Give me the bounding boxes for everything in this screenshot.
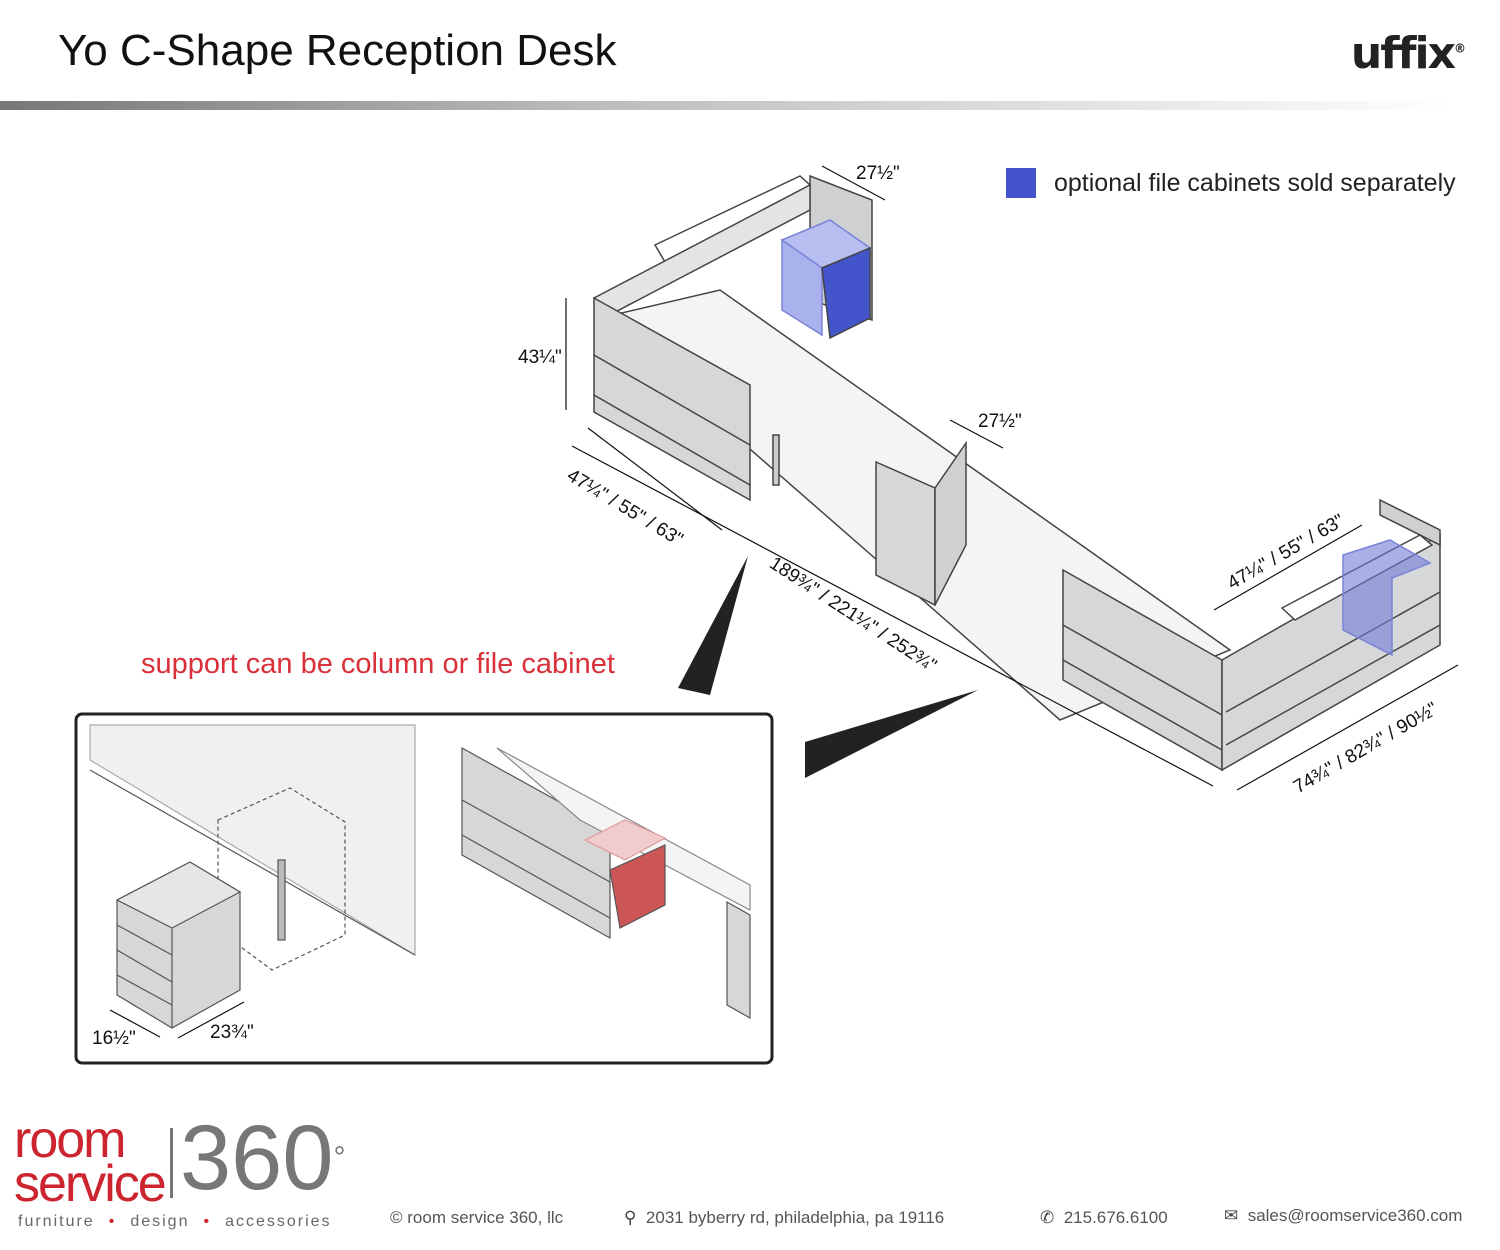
email-link[interactable]: sales@roomservice360.com [1247, 1206, 1463, 1225]
phone-text: 215.676.6100 [1063, 1208, 1168, 1227]
dim-depth-top: 27½" [856, 163, 900, 184]
email[interactable]: ✉ sales@roomservice360.com [1224, 1206, 1462, 1226]
legend-label: optional file cabinets sold separately [1054, 168, 1456, 197]
logo-service: service [14, 1155, 167, 1213]
dim-cabinet-depth: 23¾" [210, 1022, 254, 1043]
uffix-logo: uffix® [1351, 28, 1466, 79]
envelope-icon: ✉ [1224, 1206, 1239, 1225]
legend: optional file cabinets sold separately [1006, 168, 1456, 198]
phone: ✆ 215.676.6100 [1040, 1208, 1168, 1228]
tag-furniture: furniture [18, 1213, 95, 1230]
logo-room: room [14, 1111, 126, 1169]
address-text: 2031 byberry rd, philadelphia, pa 19116 [645, 1208, 945, 1227]
tag-dot: • [108, 1213, 117, 1230]
desk-illustration [565, 165, 1459, 791]
dim-height: 43¼" [518, 347, 562, 368]
logo-divider [170, 1128, 173, 1198]
brand-name: uffix [1350, 28, 1456, 79]
tagline: furniture • design • accessories [18, 1213, 332, 1231]
support-callout: support can be column or file cabinet [141, 648, 615, 680]
legend-swatch [1006, 168, 1036, 198]
page-title: Yo C-Shape Reception Desk [58, 26, 617, 75]
tag-accessories: accessories [225, 1213, 332, 1230]
copyright: © room service 360, llc [390, 1208, 564, 1227]
tag-dot: • [203, 1213, 212, 1230]
dim-depth-mid: 27½" [978, 411, 1022, 432]
address: ⚲ 2031 byberry rd, philadelphia, pa 1911… [624, 1208, 944, 1228]
logo-360: 360° [180, 1112, 346, 1204]
registered-mark: ® [1454, 41, 1466, 56]
dim-cabinet-width: 16½" [92, 1028, 136, 1049]
header-divider [0, 101, 1450, 110]
map-pin-icon: ⚲ [624, 1208, 637, 1227]
tag-design: design [130, 1213, 190, 1230]
logo-degree: ° [333, 1141, 346, 1174]
phone-icon: ✆ [1040, 1208, 1055, 1227]
logo-number: 360 [180, 1107, 334, 1209]
